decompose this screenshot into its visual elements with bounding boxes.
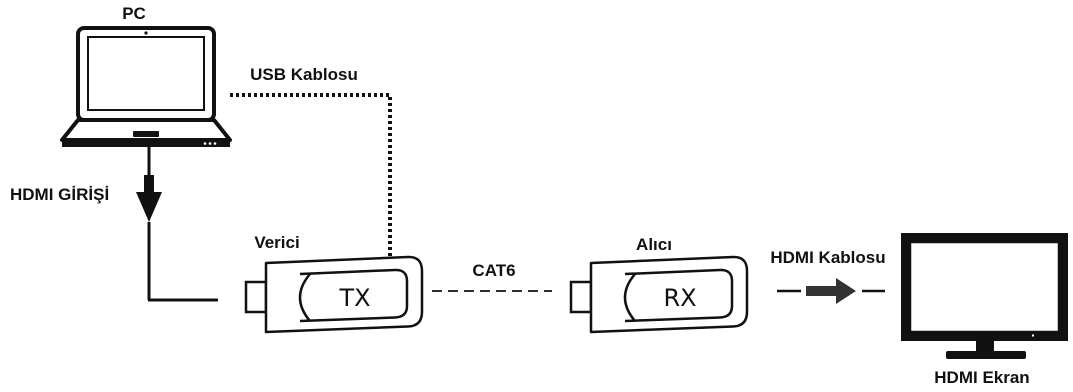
receiver-label: Alıcı (636, 235, 672, 254)
hdmi-input-label: HDMI GİRİŞİ (10, 185, 109, 204)
monitor-icon (901, 233, 1068, 359)
receiver-dongle (569, 255, 749, 334)
tx-device-label: TX (338, 284, 370, 312)
transmitter-dongle (244, 255, 424, 334)
transmitter-label: Verici (254, 233, 299, 252)
hdmi-cable-arrow (777, 278, 885, 304)
usb-cable-label: USB Kablosu (250, 65, 358, 84)
pc-label: PC (122, 4, 146, 23)
laptop-icon (60, 26, 232, 147)
rx-device-label: RX (663, 284, 696, 312)
hdmi-input-line (136, 147, 218, 302)
hdmi-cable-label: HDMI Kablosu (770, 248, 885, 267)
hdmi-display-label: HDMI Ekran (934, 368, 1029, 387)
cat6-label: CAT6 (472, 261, 515, 280)
